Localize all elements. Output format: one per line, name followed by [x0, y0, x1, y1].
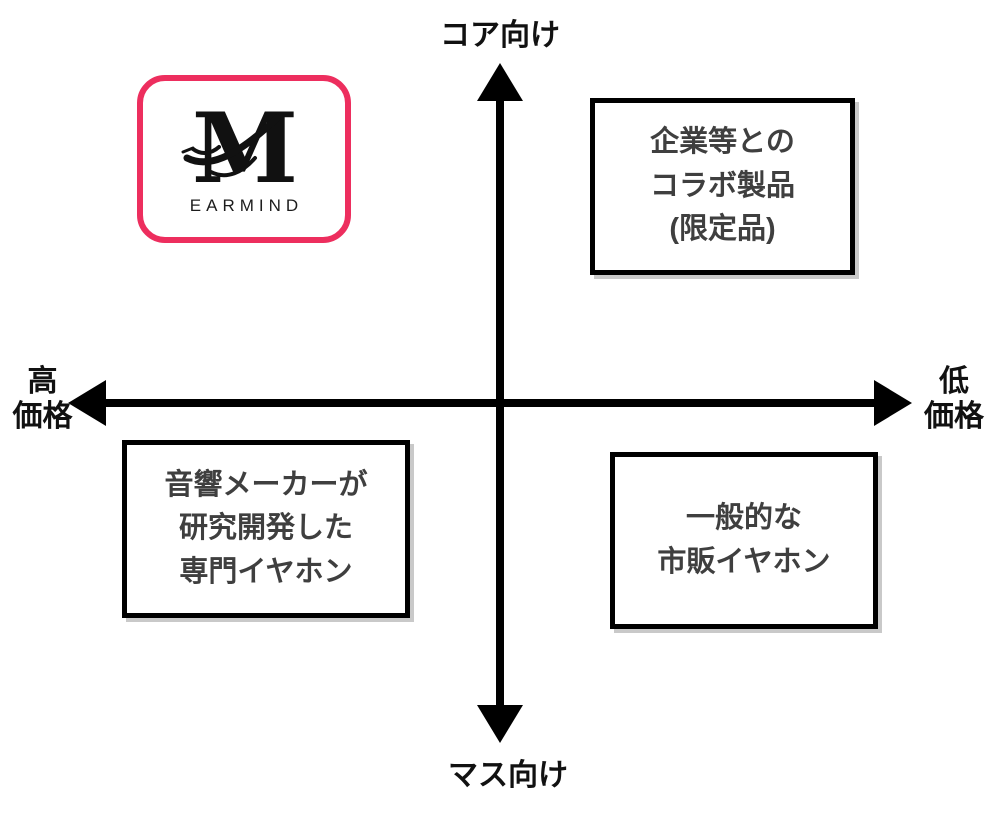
- axis-label-high-price: 高 価格: [0, 364, 85, 435]
- quadrant-box-general-earphones: 一般的な 市販イヤホン: [610, 452, 878, 629]
- specialist-line2: 研究開発した: [178, 512, 353, 545]
- specialist-line1: 音響メーカーが: [164, 468, 368, 501]
- earmind-logo-card: M EARMIND: [137, 75, 351, 243]
- arrowhead-down-icon: [477, 705, 523, 743]
- collab-line3: (限定品): [669, 213, 776, 246]
- axis-label-low-price-line1: 低: [939, 365, 969, 398]
- axis-label-high-price-line1: 高: [27, 365, 58, 398]
- arrowhead-left-icon: [68, 380, 106, 426]
- axis-label-high-price-line2: 価格: [12, 400, 73, 434]
- collab-line2: コラボ製品: [649, 169, 795, 202]
- general-line1: 一般的な: [685, 502, 802, 534]
- axis-label-mass: マス向け: [448, 759, 568, 792]
- earmind-wordmark: EARMIND: [189, 196, 304, 215]
- quadrant-box-collab-products: 企業等との コラボ製品 (限定品): [590, 98, 855, 275]
- arrowhead-right-icon: [874, 380, 912, 426]
- axis-label-low-price: 低 価格: [916, 364, 992, 435]
- axis-label-low-price-line2: 価格: [924, 400, 984, 434]
- specialist-line3: 専門イヤホン: [179, 555, 353, 588]
- arrowhead-up-icon: [477, 63, 523, 101]
- quadrant-box-specialist-earphones: 音響メーカーが 研究開発した 専門イヤホン: [122, 440, 410, 618]
- collab-line1: 企業等との: [650, 126, 795, 159]
- axis-label-core: コア向け: [440, 19, 560, 52]
- earmind-monogram-icon: M: [181, 102, 298, 194]
- general-line2: 市販イヤホン: [657, 545, 831, 578]
